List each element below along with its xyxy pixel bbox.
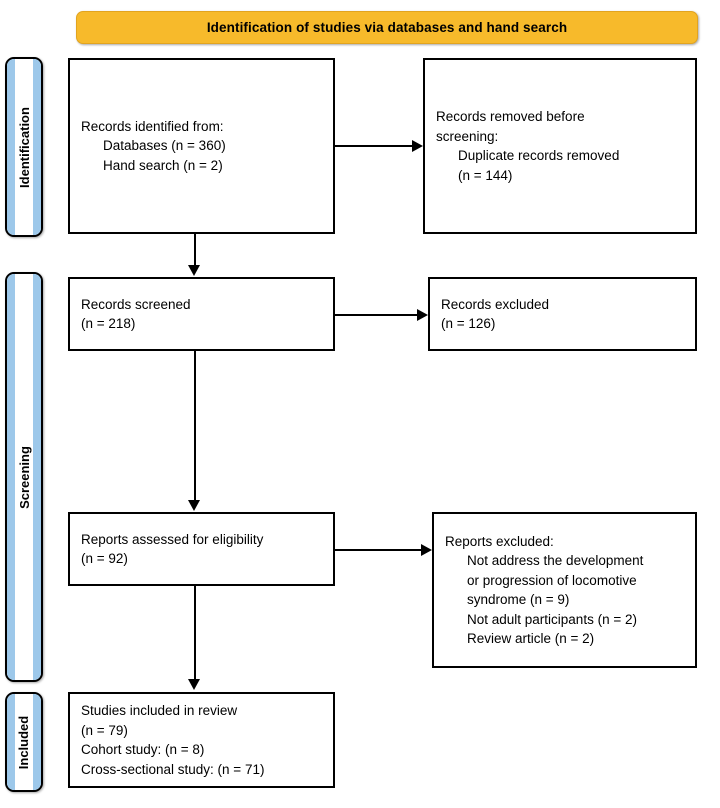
node-reports-excluded: Reports excluded: Not address the develo… xyxy=(432,512,697,668)
node-text: Reports excluded: Not address the develo… xyxy=(434,532,695,649)
pill-band-right xyxy=(33,694,41,790)
pill-band-left xyxy=(7,59,15,235)
node-text: Records excluded (n = 126) xyxy=(430,295,695,334)
node-line: Records removed before xyxy=(436,109,585,124)
node-line: (n = 144) xyxy=(458,167,513,183)
node-line: (n = 126) xyxy=(441,316,496,331)
connector-eligibility-to-reports-excluded xyxy=(335,549,422,551)
connector-identified-to-screened xyxy=(194,234,196,266)
node-line: Not address the development xyxy=(467,553,644,568)
arrowhead-eligibility-to-reports-excluded xyxy=(421,544,432,556)
arrowhead-screened-to-excluded xyxy=(417,309,428,321)
stage-label-screening: Screening xyxy=(5,272,43,682)
node-records-excluded: Records excluded (n = 126) xyxy=(428,277,697,351)
node-text: Records screened (n = 218) xyxy=(70,295,333,334)
node-text: Records identified from: Databases (n = … xyxy=(70,117,333,176)
node-line: Records excluded xyxy=(441,296,550,312)
node-line: Review article (n = 2) xyxy=(467,631,595,646)
node-records-removed: Records removed before screening: Duplic… xyxy=(423,58,697,234)
node-line: Records identified from: xyxy=(81,118,224,134)
pill-band-right xyxy=(33,59,41,235)
node-records-identified: Records identified from: Databases (n = … xyxy=(68,58,335,234)
connector-screened-to-excluded xyxy=(335,314,418,316)
node-line: or progression of locomotive xyxy=(467,572,637,588)
connector-screened-to-eligibility xyxy=(194,351,196,501)
arrowhead-eligibility-to-included xyxy=(188,679,200,690)
pill-band-right xyxy=(33,274,41,680)
diagram-header-banner: Identification of studies via databases … xyxy=(76,11,698,44)
pill-label-wrap: Identification xyxy=(7,59,41,235)
node-reports-assessed-eligibility: Reports assessed for eligibility (n = 92… xyxy=(68,512,335,586)
node-line: Studies included in review xyxy=(81,703,238,718)
arrowhead-identified-to-removed xyxy=(412,140,423,152)
stage-label-identification: Identification xyxy=(5,57,43,237)
node-line: (n = 79) xyxy=(81,722,128,738)
node-line: Databases (n = 360) xyxy=(103,138,226,154)
stage-label-text: Identification xyxy=(16,106,32,188)
pill-band-left xyxy=(7,694,15,790)
node-line: Not adult participants (n = 2) xyxy=(467,611,637,627)
node-text: Records removed before screening: Duplic… xyxy=(425,107,695,185)
node-line: Cross-sectional study: (n = 71) xyxy=(81,761,265,777)
node-text: Studies included in review (n = 79) Coho… xyxy=(70,701,333,779)
node-text: Reports assessed for eligibility (n = 92… xyxy=(70,530,333,569)
stage-label-text: Screening xyxy=(16,445,32,509)
node-line: (n = 92) xyxy=(81,551,128,566)
pill-label-wrap: Screening xyxy=(7,274,41,680)
node-line: Cohort study: (n = 8) xyxy=(81,742,205,757)
node-line: screening: xyxy=(436,128,499,144)
arrowhead-identified-to-screened xyxy=(188,265,200,276)
connector-eligibility-to-included xyxy=(194,586,196,680)
stage-label-included: Included xyxy=(5,692,43,792)
node-line: Duplicate records removed xyxy=(458,148,620,163)
diagram-title: Identification of studies via databases … xyxy=(206,20,568,35)
node-line: Reports assessed for eligibility xyxy=(81,531,264,547)
node-line: syndrome (n = 9) xyxy=(467,592,570,607)
arrowhead-screened-to-eligibility xyxy=(188,500,200,511)
node-line: Reports excluded: xyxy=(445,533,554,549)
node-line: Hand search (n = 2) xyxy=(103,157,223,173)
stage-label-text: Included xyxy=(16,715,32,769)
pill-label-wrap: Included xyxy=(7,694,41,790)
node-records-screened: Records screened (n = 218) xyxy=(68,277,335,351)
pill-band-left xyxy=(7,274,15,680)
connector-identified-to-removed xyxy=(335,145,413,147)
node-studies-included: Studies included in review (n = 79) Coho… xyxy=(68,692,335,788)
node-line: Records screened xyxy=(81,296,191,312)
node-line: (n = 218) xyxy=(81,316,136,331)
